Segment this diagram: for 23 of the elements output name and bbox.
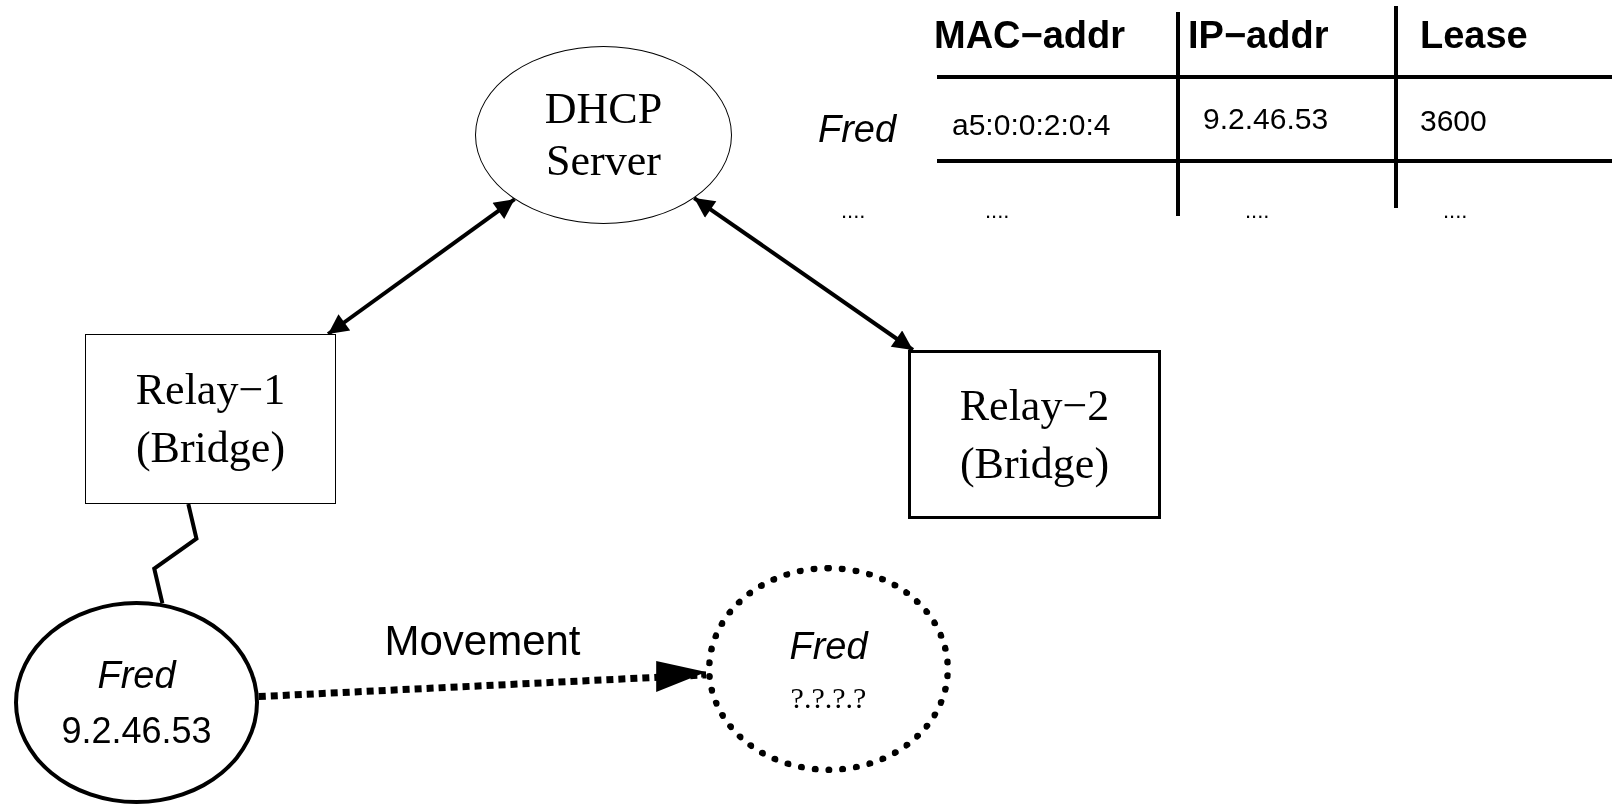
row-header: Fred xyxy=(818,110,897,148)
table-cell: 3600 xyxy=(1420,106,1487,136)
ellipsis: .... xyxy=(985,200,1010,222)
rect-node xyxy=(85,334,336,504)
node-label: Fred xyxy=(789,624,868,669)
rect-node xyxy=(908,350,1161,519)
node-label: Fred xyxy=(97,653,176,698)
node-label: Relay−2 (Bridge) xyxy=(958,379,1111,490)
arrow xyxy=(326,197,516,336)
node-label: DHCP Server xyxy=(543,83,664,187)
column-header: IP−addr xyxy=(1188,16,1329,54)
column-header: Lease xyxy=(1420,16,1528,54)
column-header: MAC−addr xyxy=(934,16,1126,54)
zigzag-link xyxy=(152,503,199,604)
node-label: ?.?.?.? xyxy=(790,680,867,716)
ellipsis: .... xyxy=(841,200,866,222)
ellipsis: .... xyxy=(1443,200,1468,222)
node-label: Relay−1 (Bridge) xyxy=(134,364,287,474)
table-cell: a5:0:0:2:0:4 xyxy=(952,110,1111,140)
node-label: 9.2.46.53 xyxy=(61,709,212,753)
arrow xyxy=(693,196,915,352)
table-cell: 9.2.46.53 xyxy=(1203,104,1329,134)
ellipsis: .... xyxy=(1245,200,1270,222)
